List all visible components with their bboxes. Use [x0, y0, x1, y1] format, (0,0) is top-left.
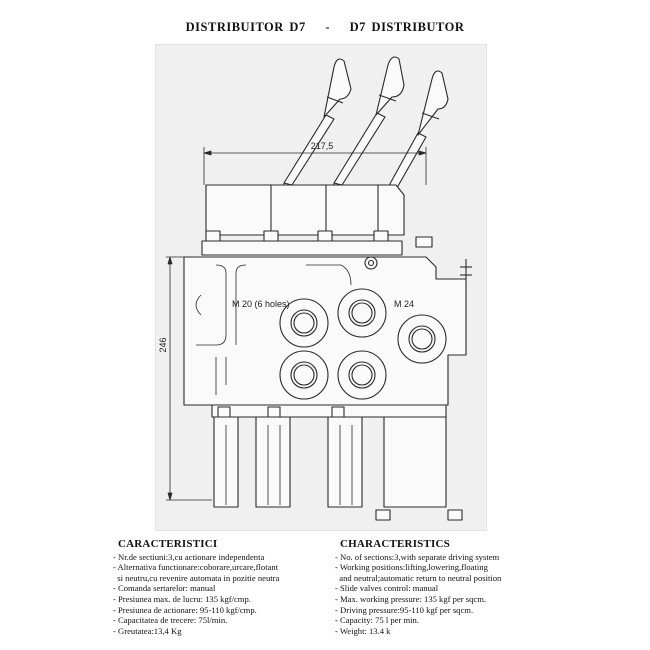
lever-2	[333, 56, 405, 186]
list-item: - Max. working pressure: 135 kgf per sqc…	[335, 593, 487, 604]
list-item: - Alternativa functionare:coborare,urcar…	[113, 562, 279, 573]
list-item: - Nr.de sectiuni:3,cu actionare independ…	[113, 551, 265, 562]
list-item: - Working positions:lifting,lowering,flo…	[335, 562, 488, 573]
ports-small-label: M 20 (6 holes)	[232, 299, 290, 309]
list-item: and neutral;automatic return to neutral …	[335, 572, 502, 583]
bottom-nuts-lower	[375, 509, 463, 521]
list-item: - No. of sections:3,with separate drivin…	[335, 551, 500, 562]
height-dimension	[166, 256, 212, 501]
characteristics-ro-list: - Nr.de sectiuni:3,cu actionare independ…	[113, 552, 328, 637]
port-large-label: M 24	[394, 299, 414, 309]
list-item: - Capacity: 75 l per min.	[335, 615, 420, 626]
page-title: DISTRIBUITOR D7 - D7 DISTRIBUTOR	[0, 20, 650, 35]
characteristics-romanian: CARACTERISTICI - Nr.de sectiuni:3,cu act…	[113, 539, 328, 636]
title-separator: -	[325, 20, 331, 34]
characteristics-en-list: - No. of sections:3,with separate drivin…	[335, 552, 545, 637]
list-item: - Presiunea max. de lucru: 135 kgf/cmp.	[113, 593, 251, 604]
ports	[279, 288, 447, 400]
list-item: - Driving pressure:95-110 kgf per sqcm.	[335, 604, 474, 615]
lever-3	[385, 70, 449, 194]
characteristics-ro-heading: CARACTERISTICI	[118, 538, 218, 550]
list-item: - Weight: 13.4 k	[335, 625, 391, 636]
title-english: D7 DISTRIBUTOR	[349, 20, 465, 34]
list-item: - Comanda sertarelor: manual	[113, 583, 216, 594]
top-nuts	[205, 230, 433, 248]
dimension-width-label: 217,5	[311, 141, 334, 151]
list-item: - Slide valves control: manual	[335, 583, 439, 594]
list-item: - Presiunea de actionare: 95-110 kgf/cmp…	[113, 604, 257, 615]
list-item: si neutru,cu revenire automata in poziti…	[113, 572, 280, 583]
distributor-drawing-svg: 217,5 246 M 20 (6 holes) M 24	[158, 56, 472, 521]
list-item: - Capacitatea de trecere: 75l/min.	[113, 615, 228, 626]
lever-1	[283, 58, 352, 186]
characteristics-en-heading: CHARACTERISTICS	[340, 538, 450, 550]
slide-valves	[213, 416, 447, 508]
width-dimension	[203, 147, 427, 185]
characteristics-english: CHARACTERISTICS - No. of sections:3,with…	[335, 539, 545, 636]
list-item: - Greutatea:13,4 Kg	[113, 625, 182, 636]
dimension-height-label: 246	[158, 337, 168, 352]
title-romanian: DISTRIBUITOR D7	[185, 20, 306, 34]
technical-drawing: 217,5 246 M 20 (6 holes) M 24	[155, 44, 487, 531]
